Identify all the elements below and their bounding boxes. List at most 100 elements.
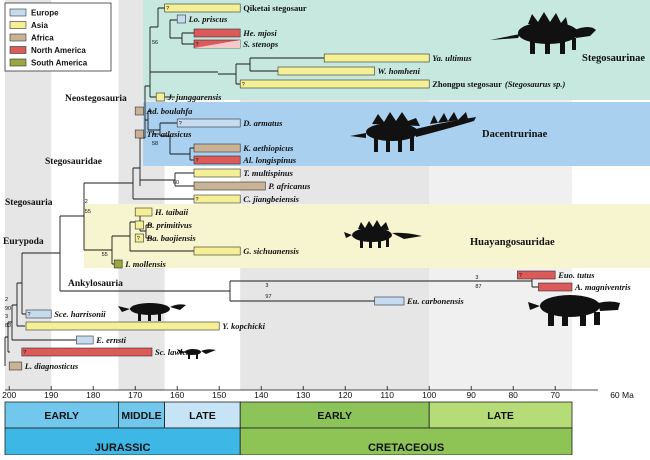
taxon-label: L. diagnosticus [24, 361, 79, 371]
taxon-label: T. multispinus [243, 168, 293, 178]
taxon-label: Eu. carbonensis [406, 296, 464, 306]
support-value: 60 [173, 180, 179, 186]
taxon-label: A. magniventris [574, 282, 631, 292]
taxon-label: He. mjosi [242, 28, 277, 38]
taxon-label: K. aethiopicus [242, 143, 294, 153]
support-value: 83 [5, 323, 11, 329]
support-value: 55 [102, 252, 108, 258]
basal-thyreophoran-silhouette [177, 349, 216, 359]
taxon-label: I. mollensis [124, 259, 166, 269]
uncertainty-mark: ? [137, 236, 140, 242]
branch [169, 19, 178, 38]
legend-swatch [9, 8, 27, 17]
uncertainty-mark: ? [196, 197, 199, 203]
uncertainty-mark: ? [166, 6, 169, 12]
taxon-range-bar [134, 220, 144, 230]
epoch-label: EARLY [317, 410, 352, 422]
support-value: 87 [475, 284, 481, 290]
clade-label-stegosauria: Stegosauria [5, 198, 53, 208]
branch [152, 133, 171, 154]
taxon-label: C. jiangbeiensis [243, 194, 299, 204]
taxon-range-bar [134, 129, 144, 139]
branch [144, 85, 150, 138]
taxon-range-bar [517, 270, 556, 280]
support-value: 56 [152, 40, 158, 46]
period-bar [4, 427, 241, 456]
axis-tick-label: 110 [380, 390, 394, 400]
taxon-label: J. junggarensis [167, 92, 223, 102]
axis-tick-label: 140 [254, 390, 268, 400]
uncertainty-mark: ? [23, 350, 26, 356]
clade-label-eurypoda: Eurypoda [3, 237, 44, 247]
taxon-range-bar [25, 309, 52, 319]
branch [11, 304, 78, 341]
axis-tick-label: 150 [212, 390, 226, 400]
taxon-label: W. homheni [378, 66, 421, 76]
taxon-range-bar [76, 335, 94, 345]
uncertainty-mark: ? [242, 82, 245, 88]
taxon-label: Euo. tutus [557, 270, 595, 280]
epoch-label: MIDDLE [121, 410, 161, 422]
support-value: 55 [85, 209, 91, 215]
legend-label: North America [31, 46, 86, 55]
branch [83, 182, 133, 250]
taxon-label: B. primitivus [146, 220, 193, 230]
taxon-label: Sce. harrisonii [54, 309, 106, 319]
taxon-range-bar [176, 14, 186, 24]
legend-label: Africa [31, 34, 54, 43]
taxon-range-bar [134, 106, 144, 116]
uncertainty-mark: ? [179, 121, 182, 127]
range-uncertainty [194, 40, 241, 48]
legend-swatch [9, 46, 27, 54]
taxon-label: Al. longispinus [242, 155, 297, 165]
period-label: JURASSIC [95, 442, 151, 454]
taxon-range-bar [113, 259, 123, 269]
epoch-bar [4, 401, 119, 429]
branch [145, 110, 152, 130]
taxon-range-bar [193, 246, 241, 256]
taxon-label: Qiketai stegosaur [243, 3, 307, 13]
taxon-label: Ad. boulahfa [146, 106, 194, 116]
epoch-bar [428, 401, 573, 429]
taxon-label: D. armatus [242, 118, 283, 128]
group-label-stegosaurinae: Stegosaurinae [582, 53, 645, 64]
taxon-range-bar [193, 181, 266, 191]
taxon-range-bar [374, 296, 405, 306]
support-value: 2 [5, 297, 8, 303]
axis-tick-label: 120 [338, 390, 352, 400]
taxon-label: Ya. ultimus [432, 53, 472, 63]
axis-tick-label: 80 [508, 390, 518, 400]
uncertainty-mark: ? [196, 42, 199, 48]
taxon-range-bar [25, 321, 220, 331]
axis-tick-label: 160 [170, 390, 184, 400]
taxon-label: P. africanus [268, 181, 311, 191]
support-value: 97 [265, 294, 271, 300]
taxon-label: Ba. baojiensis [146, 233, 197, 243]
taxon-range-bar [176, 118, 241, 128]
group-label-dacentrurinae: Dacentrurinae [482, 129, 548, 140]
legend-label: South America [31, 59, 88, 68]
scelidosaur-silhouette [118, 303, 186, 321]
dacentrurine-silhouette [350, 112, 476, 152]
taxon-range-bar [134, 207, 153, 217]
branch [132, 167, 200, 200]
uncertainty-mark: ? [519, 273, 522, 279]
taxon-range-bar [21, 347, 153, 357]
taxon-range-bar [193, 28, 241, 38]
clade-label-stegosauridae: Stegosauridae [45, 157, 102, 167]
taxon-range-bar [193, 194, 241, 204]
epoch-label: LATE [487, 410, 514, 422]
branch [140, 224, 152, 239]
taxon-label: Sc. lawleri [155, 347, 192, 357]
ankylosaur-silhouette [528, 295, 620, 326]
clade-label-ankylosauria: Ankylosauria [68, 279, 123, 289]
clade-label-neostegosauria: Neostegosauria [65, 94, 127, 104]
branch [170, 32, 200, 45]
axis-tick-label: 190 [44, 390, 58, 400]
axis-tick-label: 170 [128, 390, 142, 400]
branch [22, 216, 61, 291]
